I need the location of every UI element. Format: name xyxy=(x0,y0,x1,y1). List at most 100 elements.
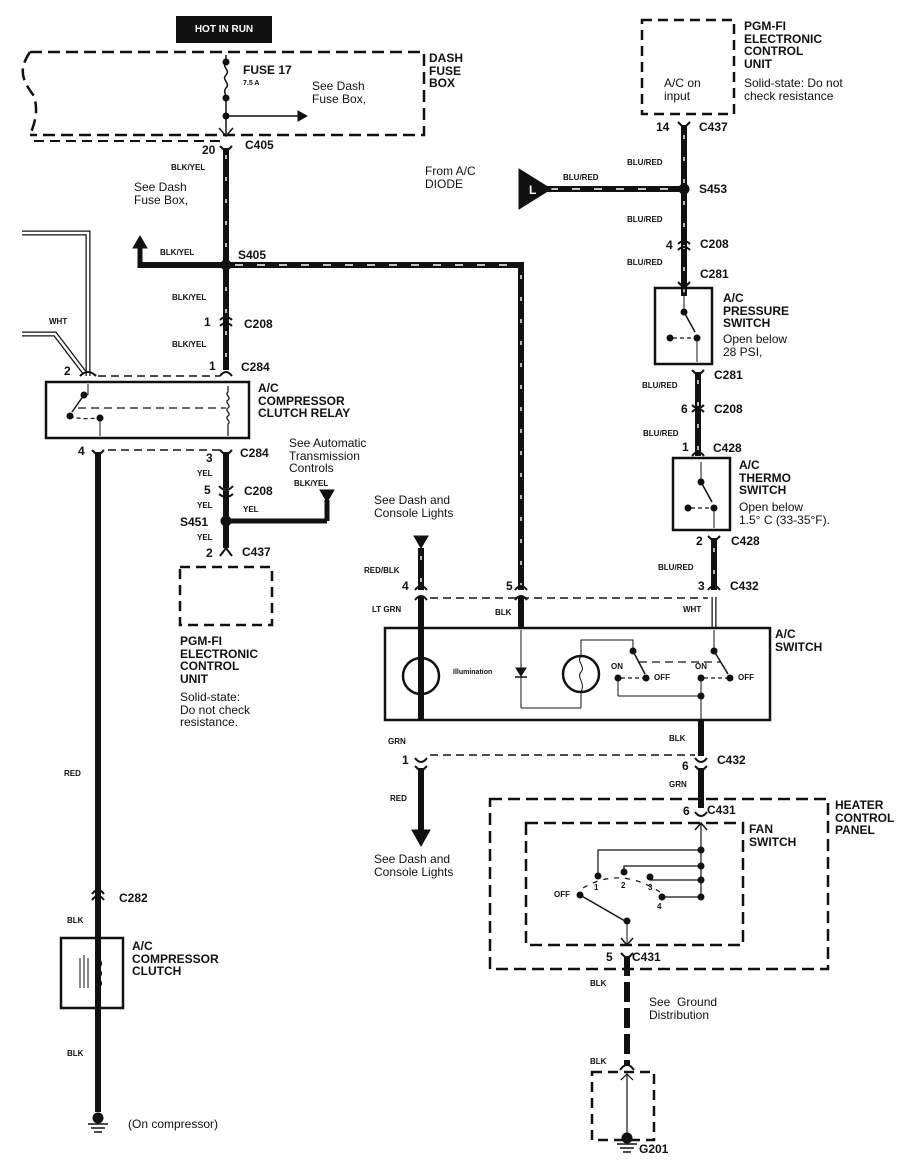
pin-5a: 5 xyxy=(204,483,211,497)
wire-blk-3: BLK xyxy=(495,608,512,617)
connector-c208-c: C208 xyxy=(700,237,729,251)
switch-2-off: OFF xyxy=(738,673,754,682)
arrow-down-icon-2 xyxy=(413,535,429,549)
pressure-switch-box xyxy=(653,286,714,366)
wire-yel-2: YEL xyxy=(197,501,213,510)
pin-4b: 4 xyxy=(666,238,673,252)
wire-red-1: RED xyxy=(64,769,81,778)
relay-title: A/C COMPRESSOR CLUTCH RELAY xyxy=(258,381,351,421)
wire-blu-red-1: BLU/RED xyxy=(627,158,663,167)
fuse-17-label: FUSE 17 xyxy=(243,63,292,77)
connector-c281-b: C281 xyxy=(714,368,743,382)
thermo-switch-box xyxy=(671,456,732,532)
pin-6b: 6 xyxy=(682,759,689,773)
wire-blk-yel-2: BLK/YEL xyxy=(160,248,195,257)
diode-source-arrow-icon xyxy=(518,168,552,210)
connector-c428-b: C428 xyxy=(731,534,760,548)
connector-c208-d: C208 xyxy=(714,402,743,416)
diode-letter: L xyxy=(529,183,536,197)
wire-grn-2: GRN xyxy=(669,780,687,789)
hot-in-run-badge: HOT IN RUN xyxy=(176,16,272,43)
wire-blk-2: BLK xyxy=(67,1049,84,1058)
connector-c437-a: C437 xyxy=(242,545,271,559)
ecu-top-box xyxy=(640,18,736,116)
wire-blk-yel-4: BLK/YEL xyxy=(172,340,207,349)
connector-c431-a: C431 xyxy=(707,803,736,817)
connector-c208-b: C208 xyxy=(244,484,273,498)
pin-6c: 6 xyxy=(683,804,690,818)
pin-20: 20 xyxy=(202,143,216,157)
pin-5b: 5 xyxy=(506,579,513,593)
see-auto-trans-note: See Automatic Transmission Controls xyxy=(289,436,367,476)
connector-c284-a: C284 xyxy=(241,360,270,374)
pin-3: 3 xyxy=(206,451,213,465)
connector-c208-a: C208 xyxy=(244,317,273,331)
see-ground-note: See Ground Distribution xyxy=(649,995,718,1022)
pressure-switch-title: A/C PRESSURE SWITCH xyxy=(723,291,790,331)
arrow-up-icon xyxy=(132,235,148,249)
clutch-title: A/C COMPRESSOR CLUTCH xyxy=(132,939,219,979)
connector-c284-b: C284 xyxy=(240,446,269,460)
ecu-left-box xyxy=(178,565,274,627)
see-dash-console-top-note: See Dash and Console Lights xyxy=(374,493,454,520)
pin-5c: 5 xyxy=(606,950,613,964)
splice-s453: S453 xyxy=(699,182,728,196)
wire-blu-red-5: BLU/RED xyxy=(642,381,678,390)
ecu-top-title: PGM-FI ELECTRONIC CONTROL UNIT xyxy=(744,19,822,71)
wire-blu-red-3: BLU/RED xyxy=(627,215,663,224)
ac-switch-box xyxy=(383,626,772,722)
fan-pos-off: OFF xyxy=(554,890,570,899)
wire-wht-1: WHT xyxy=(49,317,68,326)
connector-c437-b: C437 xyxy=(699,120,728,134)
pin-1d: 1 xyxy=(402,753,409,767)
connector-c432-a: C432 xyxy=(730,579,759,593)
pin-1b: 1 xyxy=(209,359,216,373)
heater-control-panel-box xyxy=(488,797,830,971)
wire-red-blk: RED/BLK xyxy=(364,566,400,575)
connector-c428-a: C428 xyxy=(713,441,742,455)
pin-6a: 6 xyxy=(681,402,688,416)
pin-1c: 1 xyxy=(682,440,689,454)
wire-blk-5: BLK xyxy=(590,979,607,988)
compressor-clutch-relay-box xyxy=(44,380,251,440)
connector-c405: C405 xyxy=(245,138,274,152)
indicator-bulb-icon xyxy=(561,654,601,694)
arrow-down-icon xyxy=(319,489,335,503)
pin-14: 14 xyxy=(656,120,670,134)
diode-icon xyxy=(515,667,527,677)
wire-blk-1: BLK xyxy=(67,916,84,925)
wire-blu-red-4: BLU/RED xyxy=(627,258,663,267)
from-ac-diode-note: From A/C DIODE xyxy=(425,164,476,191)
fan-pos-1: 1 xyxy=(594,883,599,892)
dash-fuse-box-title: DASH FUSE BOX xyxy=(429,51,464,91)
clutch-coil-icon xyxy=(95,940,103,1006)
connector-c431-b: C431 xyxy=(632,950,661,964)
compressor-clutch-box xyxy=(59,936,125,1010)
ecu-left-title: PGM-FI ELECTRONIC CONTROL UNIT xyxy=(180,634,258,686)
relay-coil-icon xyxy=(226,386,230,436)
fuse-box-note: See Dash Fuse Box, xyxy=(312,79,367,106)
splice-s451: S451 xyxy=(180,515,209,529)
see-dash-fuse-box-note: See Dash Fuse Box, xyxy=(134,180,189,207)
wire-yel-1: YEL xyxy=(197,469,213,478)
ground-g201-label: G201 xyxy=(639,1142,669,1156)
ecu-top-internal: A/C on input xyxy=(664,76,701,103)
wire-red-2: RED xyxy=(390,794,407,803)
pin-1a: 1 xyxy=(204,315,211,329)
wire-blu-red-7: BLU/RED xyxy=(658,563,694,572)
on-compressor-note: (On compressor) xyxy=(128,1117,219,1131)
ecu-top-desc: Solid-state: Do not check resistance xyxy=(744,76,843,103)
pin-4c: 4 xyxy=(402,579,409,593)
wire-blu-red-2: BLU/RED xyxy=(563,173,599,182)
wire-yel-4: YEL xyxy=(197,533,213,542)
fan-switch-box xyxy=(524,821,745,947)
fuse-rating: 7.5 A xyxy=(243,80,260,87)
switch-2-on: ON xyxy=(695,662,707,671)
ecu-left-desc: Solid-state: Do not check resistance. xyxy=(180,690,251,730)
wire-blu-red-6: BLU/RED xyxy=(643,429,679,438)
connector-c282: C282 xyxy=(119,891,148,905)
fan-pos-4: 4 xyxy=(657,902,662,911)
wire-yel-3: YEL xyxy=(243,505,259,514)
ac-switch-title: A/C SWITCH xyxy=(775,627,823,654)
wire-blk-4: BLK xyxy=(669,734,686,743)
